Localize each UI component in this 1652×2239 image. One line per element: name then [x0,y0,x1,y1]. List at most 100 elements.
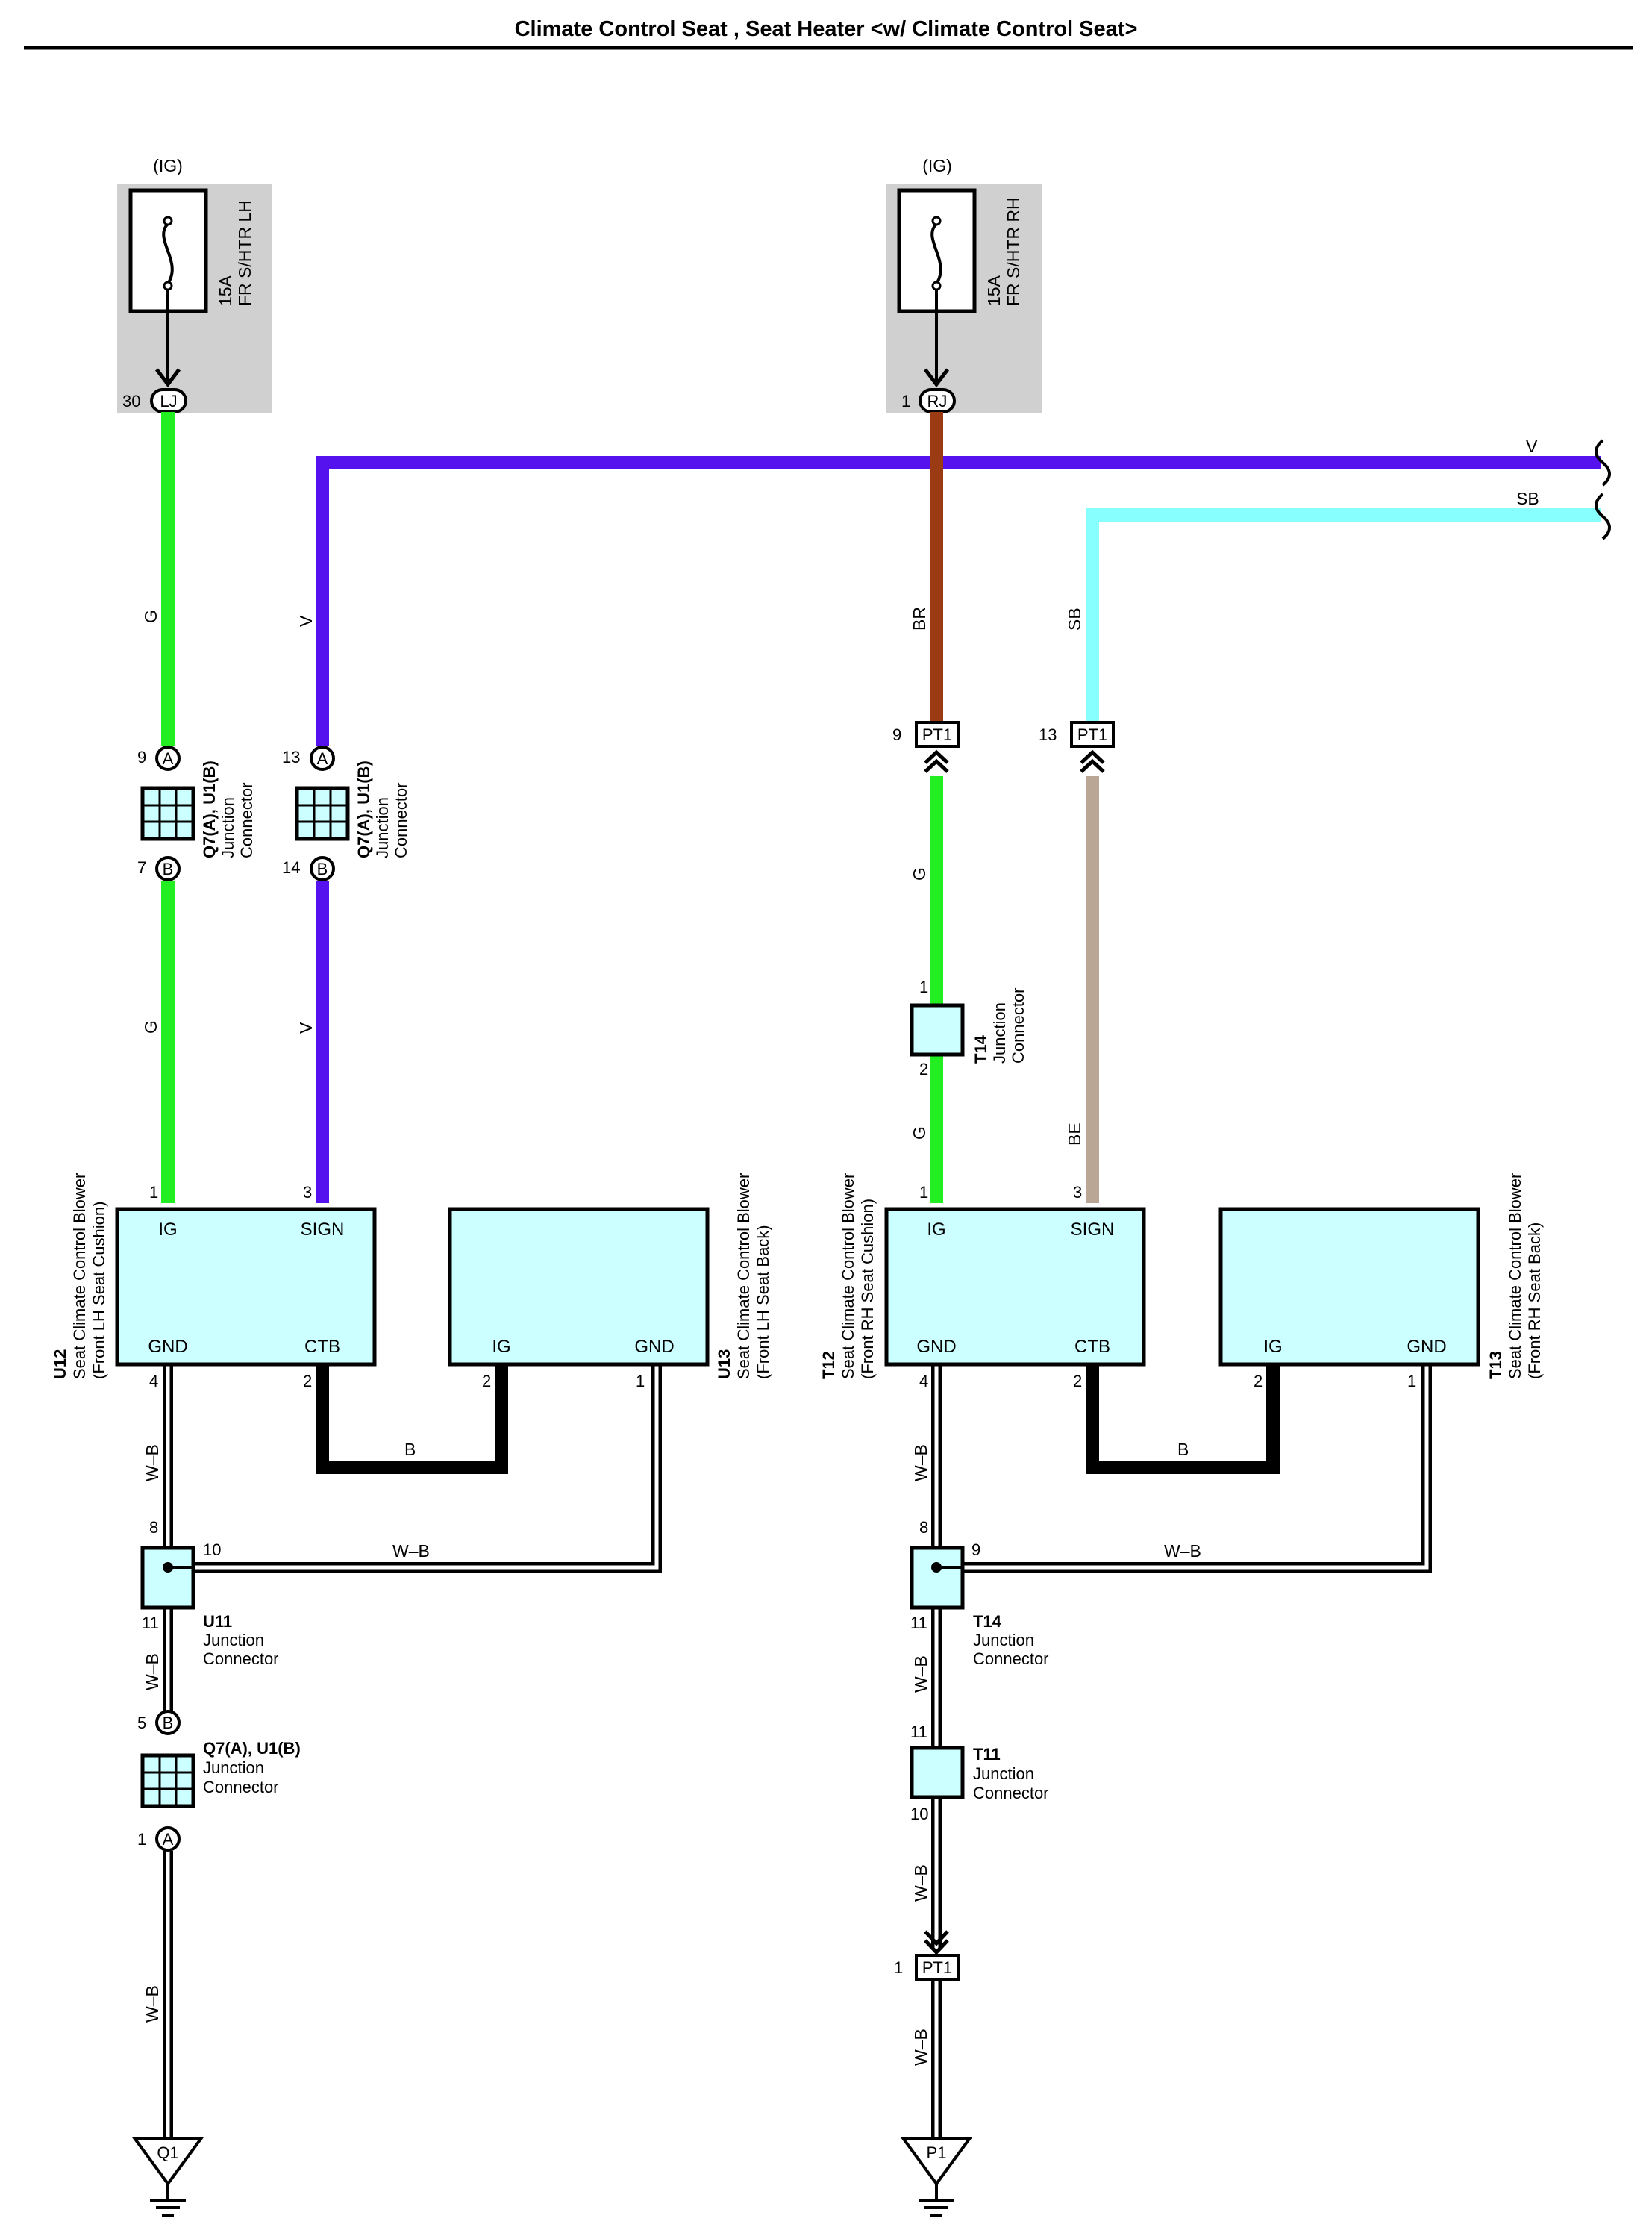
svg-text:PT1: PT1 [1077,725,1107,744]
junction-t14-low: 8 9 11 T14 Junction Connector [910,1518,1049,1668]
svg-text:Junction: Junction [973,1764,1034,1783]
wire-label-rh-b: B [1177,1440,1189,1459]
wire-label-rh-wb-1: W–B [911,1444,930,1481]
junction-q7-low: B A 5 1 Q7(A), U1(B) Junction Connector [137,1710,301,1852]
wire-label-lh-back-wb: W–B [392,1541,430,1561]
svg-text:Connector: Connector [1009,987,1027,1064]
connector-lj-label: LJ [160,392,177,410]
ground-q1: Q1 [134,2137,202,2217]
u12-sub: (Front LH Seat Cushion) [90,1202,108,1379]
svg-text:Connector: Connector [203,1649,279,1668]
fuse-rh-rating: 15A [984,275,1004,306]
svg-text:A: A [163,749,174,768]
pt1-gnd-pin: 1 [894,1958,903,1977]
break-mark-sb [1595,493,1611,540]
pt1-connector-br: PT1 9 [892,721,960,773]
wb-wires-left [163,1366,662,2139]
svg-text:Connector: Connector [237,782,256,858]
wire-label-rh-wb-4: W–B [911,2029,930,2066]
u13-sub: (Front LH Seat Back) [754,1225,772,1379]
wire-label-lh-wb-1: W–B [143,1444,162,1481]
junction-t14-mid: 1 2 T14 Junction Connector [910,978,1027,1078]
junction-q7-mid: A B 13 14 Q7(A), U1(B) Junction Connecto… [282,746,410,881]
wb-wires-right [931,1366,1432,2139]
svg-text:2: 2 [1254,1372,1263,1390]
svg-text:Junction: Junction [203,1631,264,1649]
fuse-lh-rating: 15A [216,275,235,306]
junction-t11: 11 10 T11 Junction Connector [910,1723,1049,1823]
svg-text:11: 11 [142,1614,159,1632]
svg-text:Connector: Connector [973,1649,1049,1668]
wire-label-rh-be: BE [1065,1122,1084,1146]
wire-label-lh-v-1: V [296,615,316,627]
t13-sub: (Front RH Seat Back) [1525,1222,1544,1379]
u12-ig-terminal: IG [158,1220,177,1240]
u13-gnd-terminal: GND [634,1337,674,1357]
wire-label-v-bus: V [1526,437,1538,456]
svg-text:Q7(A), U1(B): Q7(A), U1(B) [354,761,373,858]
fuse-lh-source: (IG) [153,156,183,175]
wire-label-lh-g-2: G [141,1020,160,1034]
svg-text:Junction: Junction [219,797,237,858]
svg-text:8: 8 [149,1518,158,1537]
svg-text:Q7(A), U1(B): Q7(A), U1(B) [200,761,219,858]
wire-v-bus [316,456,1601,746]
t12-name: Seat Climate Control Blower [839,1173,857,1379]
fuse-lh: (IG) 15A FR S/HTR LH LJ 30 [117,156,272,413]
fuse-rh-icon [930,222,942,285]
t12-sign-terminal: SIGN [1071,1220,1115,1240]
ground-p1: P1 [902,2137,971,2217]
svg-text:4: 4 [149,1372,158,1390]
svg-text:A: A [317,749,328,768]
svg-text:T14: T14 [973,1612,1002,1631]
svg-text:10: 10 [910,1805,928,1823]
wire-label-lh-wb-3: W–B [143,1985,162,2023]
wire-label-rh-back-wb: W–B [1164,1541,1201,1561]
pt1-connector-gnd: PT1 1 [894,1930,960,1981]
u12-code: U12 [51,1349,69,1379]
page-title: Climate Control Seat , Seat Heater <w/ C… [515,17,1138,41]
component-u13: IG GND 2 1 U13 Seat Climate Control Blow… [448,1173,772,1390]
u13-name: Seat Climate Control Blower [734,1173,753,1379]
wire-label-rh-br: BR [910,607,929,631]
fuse-rh: (IG) 15A FR S/HTR RH RJ 1 [886,156,1042,413]
svg-text:Junction: Junction [373,797,392,858]
wire-rh-ctb [1086,1366,1280,1474]
break-mark-v [1595,439,1611,487]
fuse-rh-name: FR S/HTR RH [1004,197,1023,306]
svg-text:1: 1 [919,978,928,996]
svg-text:3: 3 [1073,1183,1082,1202]
svg-text:Junction: Junction [203,1758,264,1777]
pt1-connector-sb: PT1 13 [1039,721,1115,773]
wire-label-rh-wb-2: W–B [911,1655,930,1693]
svg-text:9: 9 [137,748,146,766]
svg-text:3: 3 [303,1183,312,1202]
fuse-lh-icon [162,222,174,285]
svg-text:2: 2 [919,1060,928,1078]
u12-name: Seat Climate Control Blower [70,1173,89,1379]
svg-text:Junction: Junction [973,1631,1034,1649]
wire-label-lh-wb-2: W–B [143,1653,162,1690]
svg-text:13: 13 [282,748,300,766]
wire-lh-ctb [316,1366,508,1474]
t12-code: T12 [819,1351,838,1379]
u13-code: U13 [715,1349,733,1379]
svg-text:B: B [163,1714,174,1732]
svg-text:5: 5 [137,1714,146,1732]
connector-rj-label: RJ [927,392,948,410]
svg-text:U11: U11 [203,1612,232,1631]
wire-label-lh-b: B [404,1440,416,1459]
wire-label-rh-g-2: G [910,1126,929,1140]
t13-gnd-terminal: GND [1407,1337,1446,1357]
svg-text:PT1: PT1 [922,1958,952,1977]
junction-q7-left: A B 9 7 Q7(A), U1(B) Junction Connector [137,746,256,881]
svg-text:A: A [163,1830,174,1849]
svg-text:8: 8 [919,1518,928,1537]
u12-gnd-terminal: GND [148,1337,187,1357]
svg-text:Connector: Connector [973,1784,1049,1802]
t13-ig-terminal: IG [1263,1337,1282,1357]
wire-label-rh-g-1: G [910,867,929,881]
component-u12: IG SIGN GND CTB 1 3 4 2 U12 Seat Climate… [51,1173,377,1390]
ground-p1-label: P1 [927,2143,947,2162]
t13-name: Seat Climate Control Blower [1506,1173,1524,1379]
